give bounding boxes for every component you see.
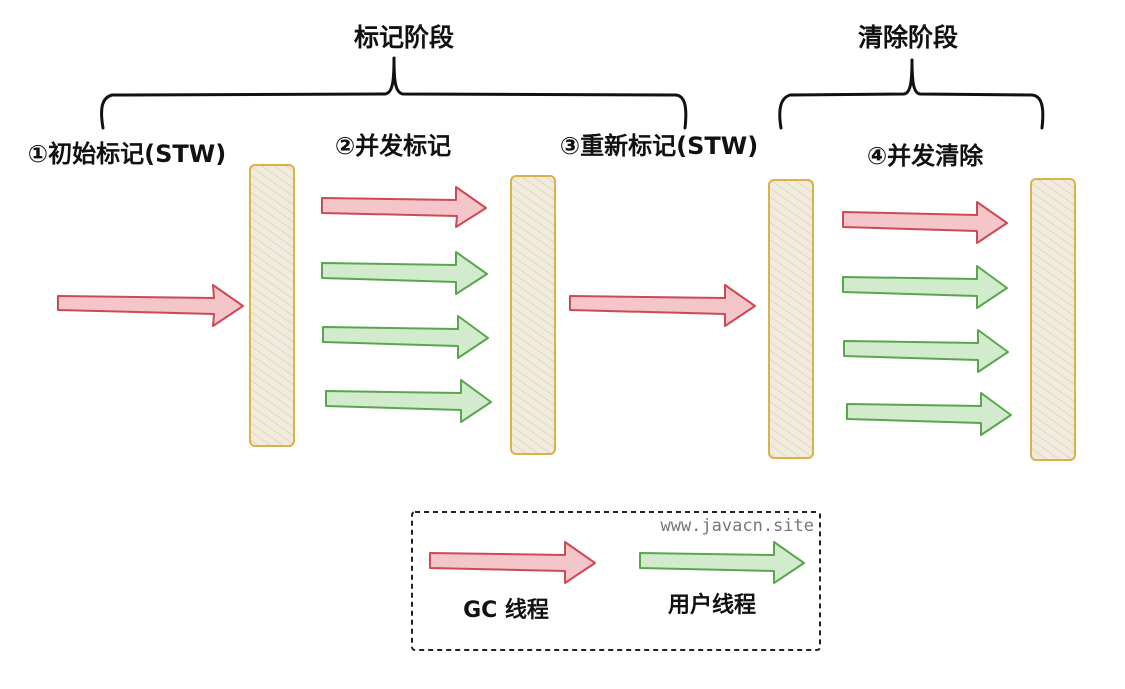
user-thread-arrow-mark-2 bbox=[322, 315, 489, 359]
gc-thread-arrow-initial-mark bbox=[57, 284, 244, 327]
step-concurrent-sweep: ④并发清除 bbox=[867, 142, 984, 170]
user-thread-arrow-sweep-2 bbox=[843, 329, 1009, 373]
gc-thread-arrow-remark bbox=[569, 284, 756, 327]
user-thread-arrow-mark-3 bbox=[325, 379, 492, 423]
legend-gc-thread-label: GC 线程 bbox=[463, 597, 549, 623]
user-thread-arrow-mark-1 bbox=[321, 251, 488, 295]
barrier-4 bbox=[1030, 178, 1076, 461]
mark-phase-brace bbox=[100, 56, 688, 130]
barrier-3 bbox=[768, 179, 814, 459]
barrier-2 bbox=[510, 175, 556, 455]
step-initial-mark: ①初始标记(STW) bbox=[28, 140, 226, 168]
user-thread-arrow-sweep-1 bbox=[842, 265, 1008, 309]
sweep-phase-title: 清除阶段 bbox=[858, 23, 958, 52]
user-thread-arrow-sweep-3 bbox=[846, 392, 1012, 436]
watermark-text: www.javacn.site bbox=[660, 516, 814, 536]
legend-gc-arrow-icon bbox=[429, 541, 596, 584]
barrier-1 bbox=[249, 164, 295, 447]
legend-border bbox=[411, 511, 821, 651]
step-remark: ③重新标记(STW) bbox=[560, 132, 758, 160]
gc-thread-arrow-concurrent-sweep bbox=[842, 201, 1008, 244]
mark-phase-title: 标记阶段 bbox=[354, 23, 454, 52]
legend-user-thread-label: 用户线程 bbox=[668, 592, 756, 618]
sweep-phase-brace bbox=[778, 58, 1045, 130]
legend: www.javacn.site GC 线程 用户线程 bbox=[411, 511, 821, 651]
gc-thread-arrow-concurrent-mark bbox=[321, 186, 487, 228]
step-concurrent-mark: ②并发标记 bbox=[335, 132, 451, 160]
legend-user-arrow-icon bbox=[639, 541, 805, 584]
